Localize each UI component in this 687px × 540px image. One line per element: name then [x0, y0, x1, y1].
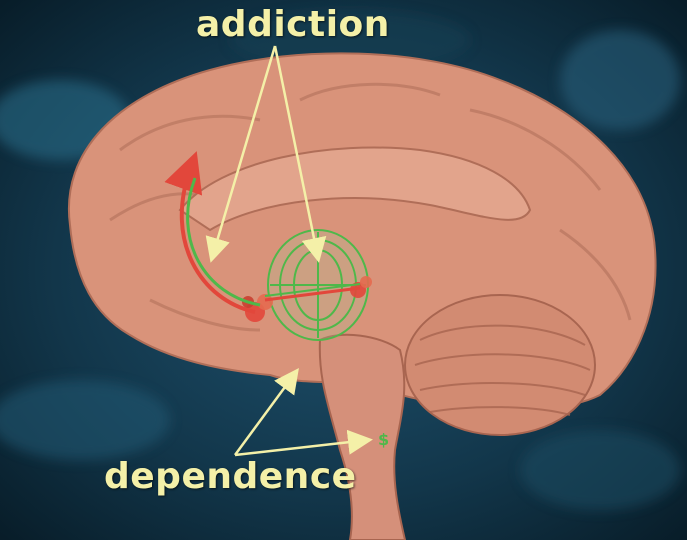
label-addiction: addiction [196, 4, 390, 45]
label-dependence: dependence [104, 456, 357, 497]
small-nucleus-icon: $ [378, 430, 389, 449]
